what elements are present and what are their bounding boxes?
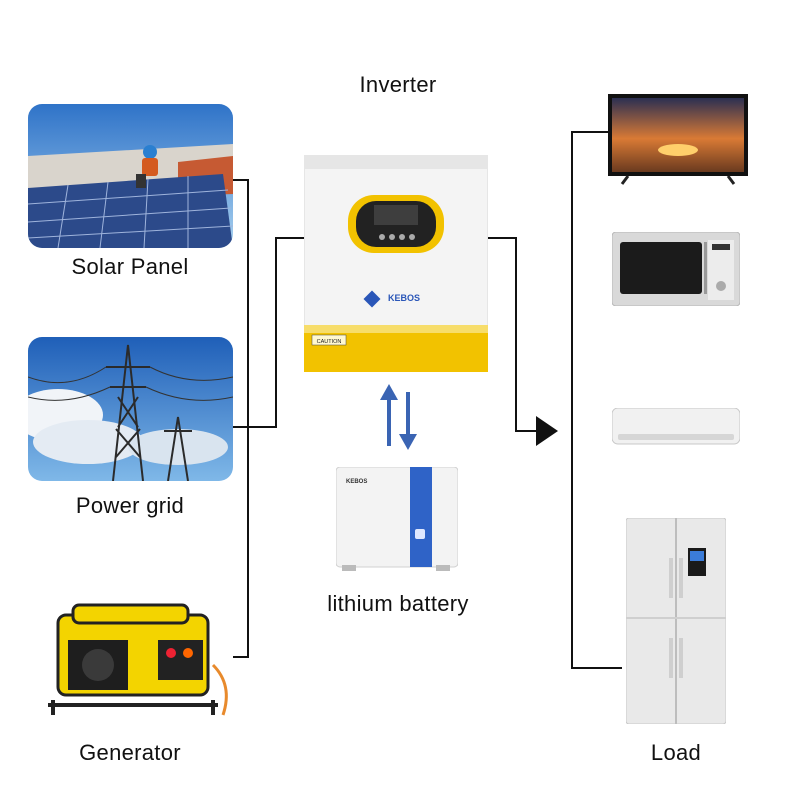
lithium-battery-unit: KEBOS <box>336 467 458 571</box>
inverter-brand: KEBOS <box>388 293 420 303</box>
microwave-icon <box>612 232 740 306</box>
power-grid-photo <box>28 337 233 481</box>
tv-icon <box>608 94 748 186</box>
inverter-caution-text: CAUTION <box>317 339 342 345</box>
battery-flow-arrows <box>380 384 417 450</box>
generator-photo <box>38 595 238 725</box>
output-arrow-head <box>536 416 558 446</box>
battery-brand: KEBOS <box>346 479 367 485</box>
refrigerator-icon <box>626 518 726 724</box>
inverter-unit: CAUTION KEBOS <box>304 155 488 372</box>
solar-panel-photo <box>28 104 233 248</box>
air-conditioner-icon <box>612 408 740 446</box>
